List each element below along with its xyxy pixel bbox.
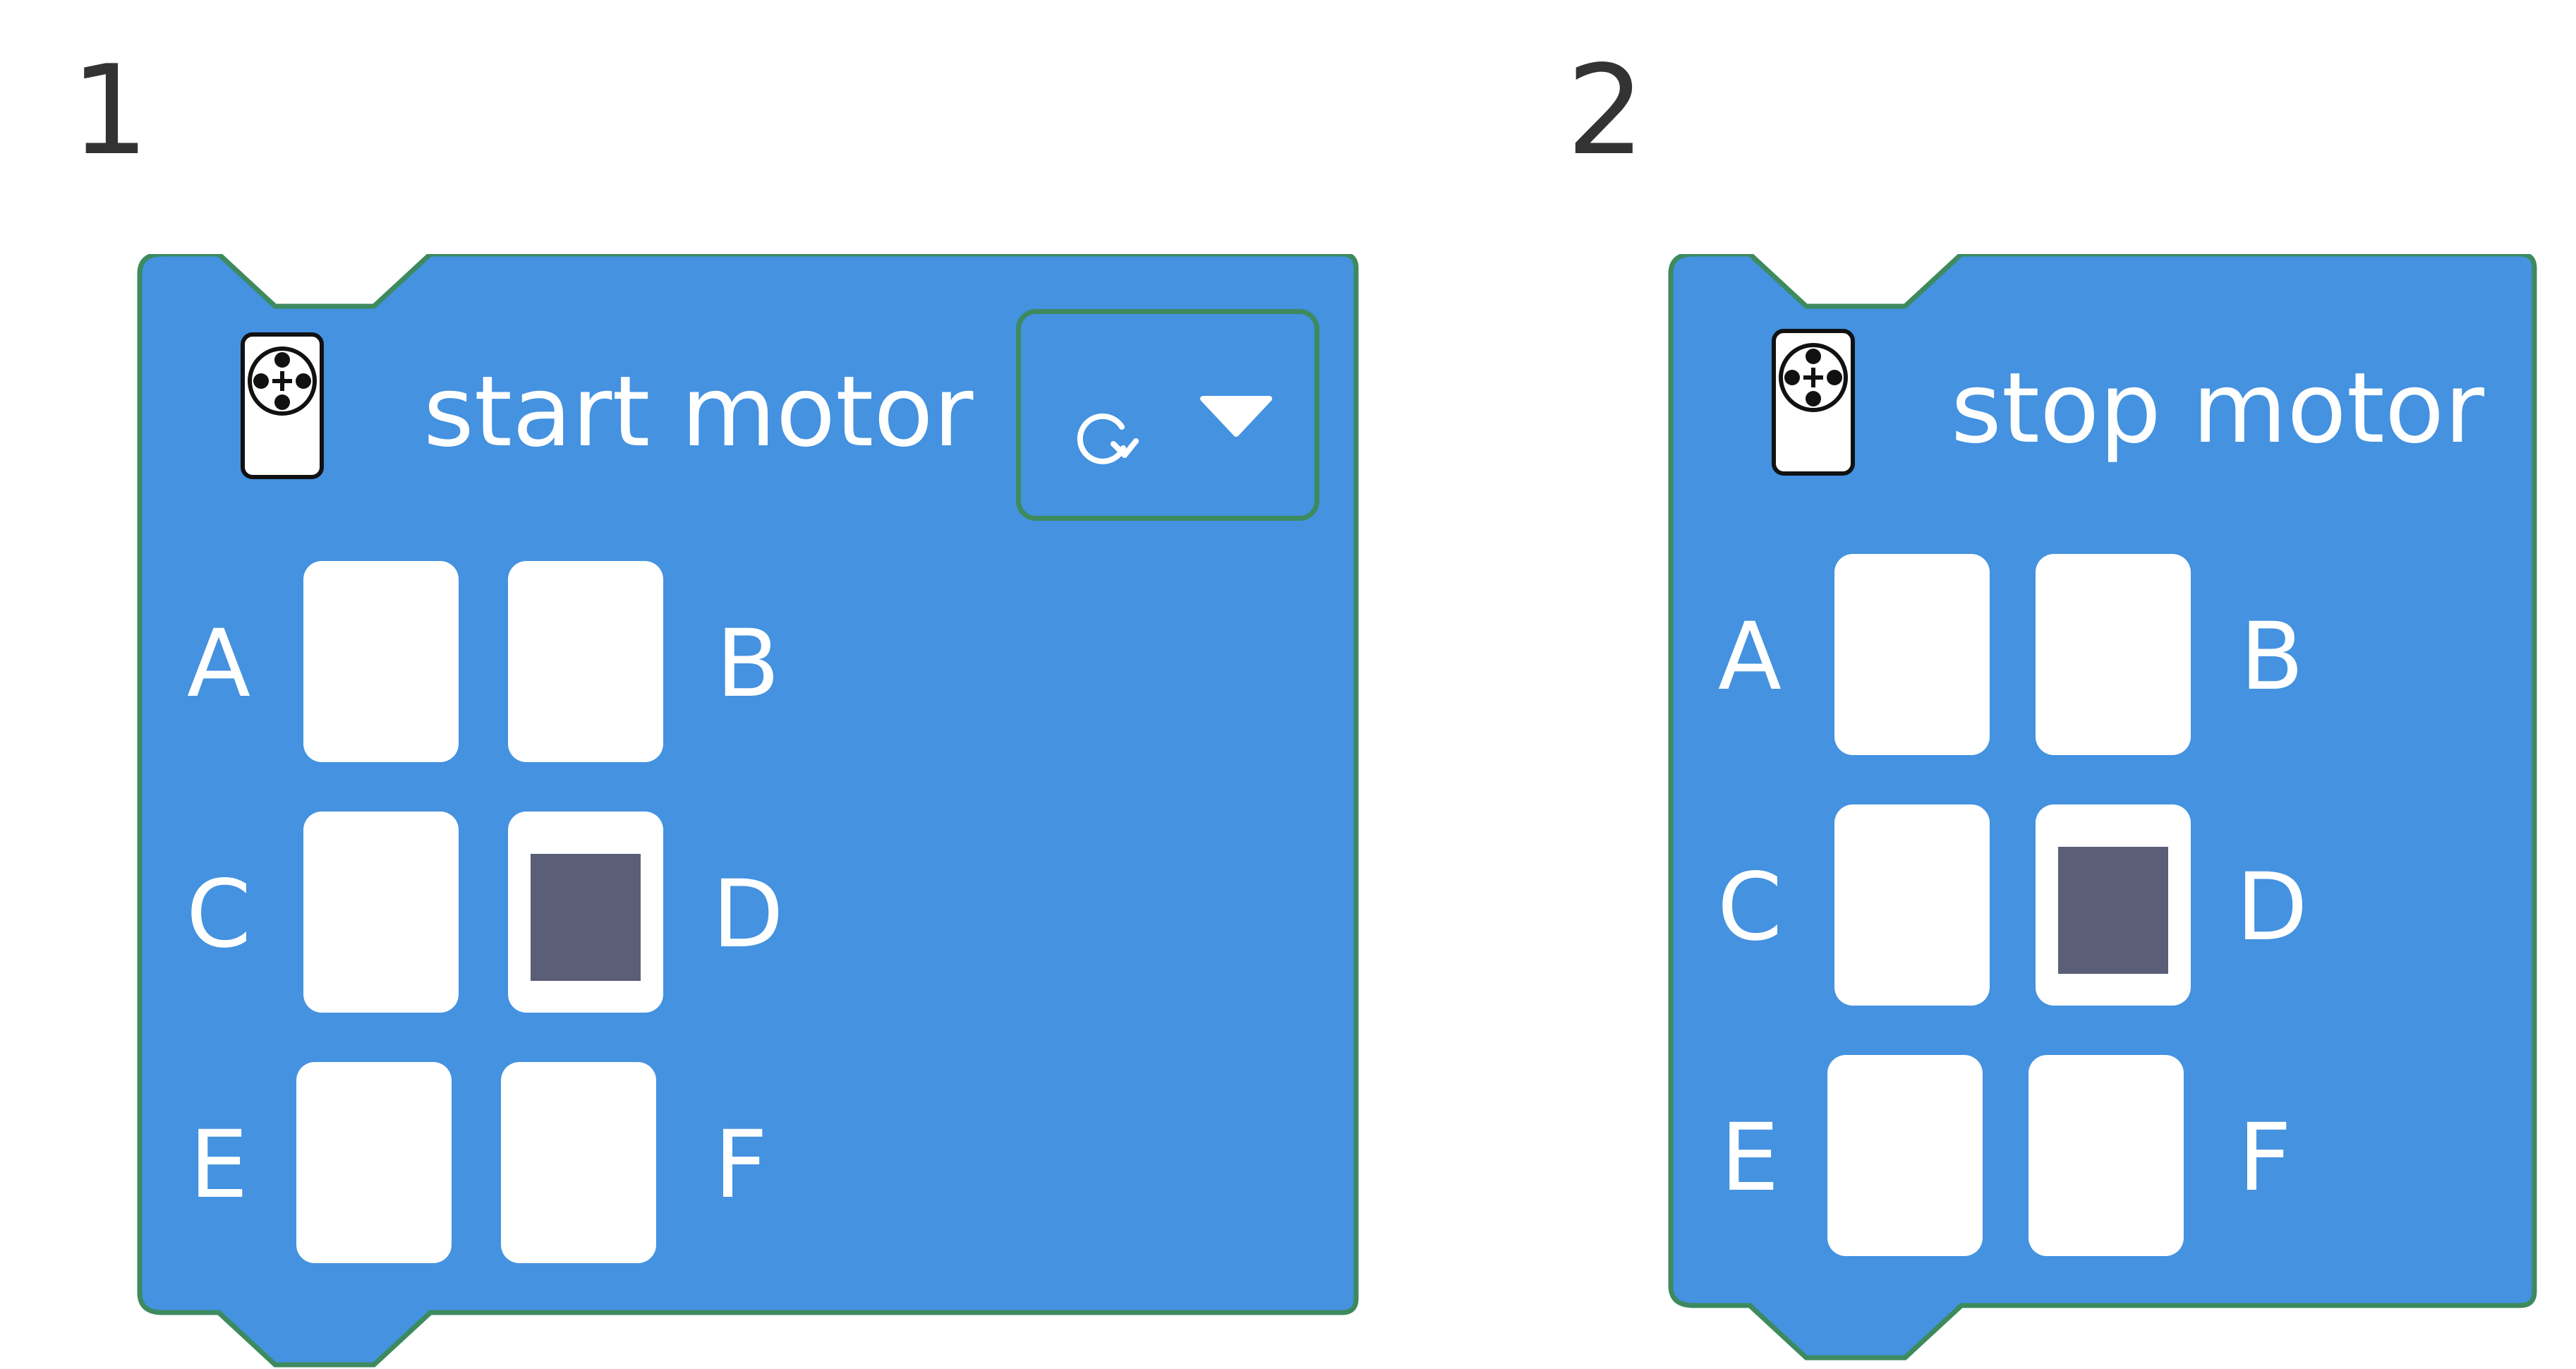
panel-number-2: 2 [1566, 40, 1645, 183]
port-selected-indicator [531, 854, 641, 981]
motor-icon [1772, 329, 1855, 476]
port-e-slot[interactable] [296, 1062, 452, 1263]
port-label-d: D [712, 860, 784, 969]
port-a-slot[interactable] [1834, 554, 1990, 755]
port-label-f: F [714, 1111, 768, 1219]
port-f-slot[interactable] [501, 1062, 656, 1263]
block-title: stop motor [1951, 351, 2485, 465]
port-label-b: B [715, 610, 780, 718]
port-b-slot[interactable] [2036, 554, 2191, 755]
port-c-slot[interactable] [303, 812, 459, 1013]
port-d-slot[interactable] [2036, 804, 2191, 1006]
port-a-slot[interactable] [303, 561, 459, 762]
panel-number-1: 1 [71, 40, 150, 183]
stop-motor-block[interactable]: stop motor A B C D E F [1665, 254, 2547, 1362]
block-title: start motor [423, 355, 974, 469]
port-f-slot[interactable] [2028, 1055, 2184, 1256]
port-label-f: F [2238, 1104, 2292, 1212]
port-label-d: D [2236, 853, 2308, 962]
port-selected-indicator [2058, 847, 2168, 974]
rotate-clockwise-icon [1077, 413, 1139, 464]
port-b-slot[interactable] [508, 561, 663, 762]
port-d-slot[interactable] [508, 812, 663, 1013]
port-label-e: E [1720, 1104, 1779, 1212]
port-label-b: B [2239, 603, 2304, 711]
port-label-c: C [1717, 853, 1783, 962]
port-label-c: C [186, 860, 252, 969]
port-label-e: E [189, 1111, 248, 1219]
port-label-a: A [1717, 603, 1782, 711]
direction-dropdown[interactable] [1016, 309, 1319, 521]
motor-icon [241, 332, 324, 479]
start-motor-block[interactable]: start motor A B C D E F [134, 254, 1376, 1369]
port-c-slot[interactable] [1834, 804, 1990, 1006]
port-label-a: A [186, 610, 251, 718]
port-e-slot[interactable] [1827, 1055, 1983, 1256]
chevron-down-icon[interactable] [1197, 392, 1275, 441]
